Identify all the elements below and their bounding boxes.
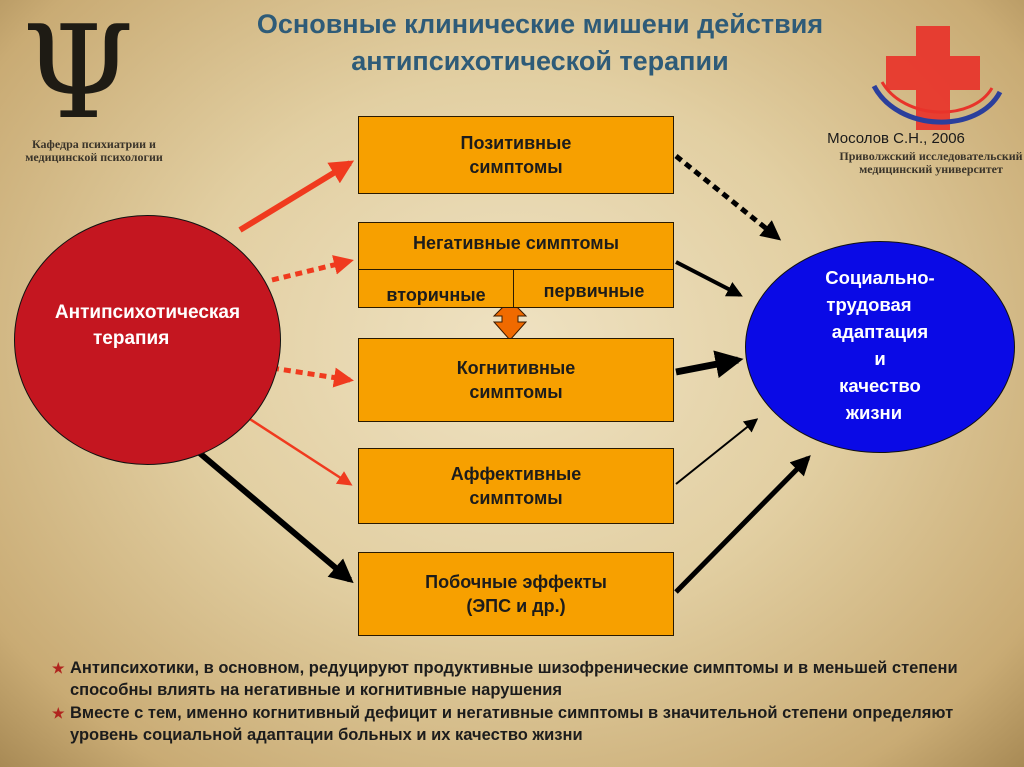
target-node-line-3: адаптация xyxy=(831,321,929,342)
source-node-label-1: Антипсихотическая xyxy=(54,302,241,323)
university-caption: Приволжский исследовательский медицински… xyxy=(838,150,1024,176)
box-positive-symptoms: Позитивные симптомы xyxy=(358,116,674,194)
arrow-cognitive-to-target xyxy=(675,350,744,379)
notes-list: ★ Антипсихотики, в основном, редуцируют … xyxy=(52,658,1012,748)
target-node-line-6: жизни xyxy=(845,402,903,423)
box-cognitive-symptoms: Когнитивные симптомы xyxy=(358,338,674,422)
target-node-line-5: качество xyxy=(839,375,921,396)
note-text: Антипсихотики, в основном, редуцируют пр… xyxy=(70,659,958,699)
source-node-label-2: терапия xyxy=(93,328,170,349)
arrow-to-affective xyxy=(241,412,353,486)
target-node-line-4: и xyxy=(874,348,886,369)
target-node-line-1: Социально- xyxy=(825,267,935,288)
negative-divider-vertical xyxy=(513,269,514,307)
box-affective-symptoms: Аффективные симптомы xyxy=(358,448,674,524)
department-caption-line-2: медицинской психологии xyxy=(25,150,163,164)
star-bullet-icon: ★ xyxy=(52,660,65,676)
positive-line-1: Позитивные xyxy=(460,133,572,153)
negative-divider-horizontal xyxy=(359,269,673,270)
side-effects-line-2: (ЭПС и др.) xyxy=(466,596,566,616)
note-item: ★ Антипсихотики, в основном, редуцируют … xyxy=(52,658,1012,701)
negative-primary: первичные xyxy=(543,281,645,301)
university-caption-line-2: медицинский университет xyxy=(859,162,1003,176)
arrow-negative-to-target xyxy=(675,260,743,297)
university-logo-icon xyxy=(871,26,1003,130)
author-citation: Мосолов С.Н., 2006 xyxy=(827,130,965,147)
target-node-line-2: трудовая xyxy=(826,294,912,315)
cognitive-line-2: симптомы xyxy=(469,382,563,402)
cognitive-line-1: Когнитивные xyxy=(456,358,576,378)
arrow-to-positive xyxy=(238,160,355,233)
title-line-2: антипсихотической терапии xyxy=(351,46,729,76)
source-node-antipsychotic-therapy: Антипсихотическая терапия xyxy=(14,215,281,465)
side-effects-line-1: Побочные эффекты xyxy=(425,572,607,592)
affective-line-2: симптомы xyxy=(469,488,563,508)
negative-title: Негативные симптомы xyxy=(412,233,619,253)
note-item: ★ Вместе с тем, именно когнитивный дефиц… xyxy=(52,703,1012,746)
arrow-to-negative xyxy=(271,255,354,283)
star-bullet-icon: ★ xyxy=(52,705,65,721)
arrow-affective-to-target xyxy=(675,418,759,485)
target-node-social-adaptation: Социально- трудовая адаптация и качество… xyxy=(745,241,1015,453)
box-side-effects: Побочные эффекты (ЭПС и др.) xyxy=(358,552,674,636)
page-title: Основные клинические мишени действия ант… xyxy=(150,6,930,80)
positive-line-2: симптомы xyxy=(469,157,563,177)
arrow-positive-to-target xyxy=(674,154,782,241)
box-negative-symptoms: Негативные симптомы вторичные первичные xyxy=(358,222,674,308)
department-caption-line-1: Кафедра психиатрии и xyxy=(32,137,156,151)
note-text: Вместе с тем, именно когнитивный дефицит… xyxy=(70,704,954,744)
affective-line-1: Аффективные xyxy=(450,464,582,484)
arrow-to-cognitive xyxy=(271,365,354,388)
title-line-1: Основные клинические мишени действия xyxy=(256,9,824,39)
university-caption-line-1: Приволжский исследовательский xyxy=(839,149,1023,163)
arrow-side-effects-to-target xyxy=(674,455,811,594)
arrow-to-side-effects xyxy=(194,447,354,584)
negative-secondary: вторичные xyxy=(386,285,486,305)
department-caption: Кафедра психиатрии и медицинской психоло… xyxy=(14,138,174,164)
